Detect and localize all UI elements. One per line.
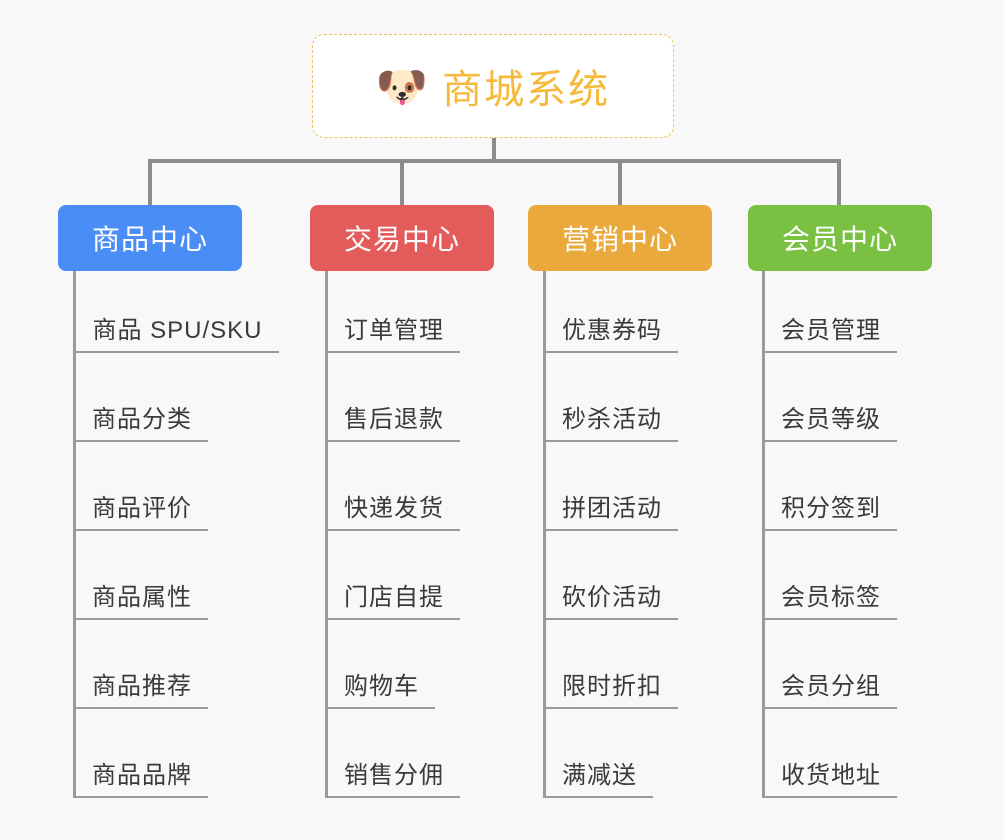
- leaf-item[interactable]: 砍价活动: [546, 550, 678, 620]
- leaf-item-label: 商品推荐: [92, 673, 192, 700]
- leaf-item[interactable]: 限时折扣: [546, 639, 678, 709]
- category-label-trade-center: 交易中心: [343, 224, 460, 255]
- leaf-spine-product-center: [73, 271, 76, 798]
- leaf-item-label: 会员分组: [781, 673, 881, 700]
- leaf-item[interactable]: 商品属性: [76, 550, 208, 620]
- leaf-item-label: 拼团活动: [562, 495, 662, 522]
- leaf-item-label: 商品评价: [92, 495, 192, 522]
- leaf-item[interactable]: 商品品牌: [76, 728, 208, 798]
- leaf-item-label: 销售分佣: [344, 762, 444, 789]
- leaf-item-label: 砍价活动: [562, 584, 662, 611]
- category-label-member-center: 会员中心: [781, 224, 898, 255]
- leaf-item[interactable]: 商品推荐: [76, 639, 208, 709]
- leaf-item-label: 秒杀活动: [562, 406, 662, 433]
- leaf-item[interactable]: 购物车: [328, 639, 435, 709]
- leaf-item-label: 会员标签: [781, 584, 881, 611]
- leaf-item[interactable]: 商品评价: [76, 461, 208, 531]
- leaf-item-label: 购物车: [344, 673, 419, 700]
- category-label-marketing-center: 营销中心: [561, 224, 678, 255]
- leaf-item[interactable]: 门店自提: [328, 550, 460, 620]
- connector-drop-trade-center: [400, 159, 404, 205]
- leaf-item-label: 商品 SPU/SKU: [92, 317, 263, 344]
- leaf-item[interactable]: 拼团活动: [546, 461, 678, 531]
- category-box-member-center[interactable]: 会员中心: [748, 205, 932, 271]
- leaf-item-label: 收货地址: [781, 762, 881, 789]
- connector-drop-member-center: [837, 159, 841, 205]
- leaf-item[interactable]: 会员分组: [765, 639, 897, 709]
- leaf-item[interactable]: 商品 SPU/SKU: [76, 283, 279, 353]
- leaf-item[interactable]: 售后退款: [328, 372, 460, 442]
- leaf-item-label: 满减送: [562, 762, 637, 789]
- leaf-item-label: 积分签到: [781, 495, 881, 522]
- leaf-item-label: 商品分类: [92, 406, 192, 433]
- connector-drop-product-center: [148, 159, 152, 205]
- leaf-item[interactable]: 满减送: [546, 728, 653, 798]
- leaf-item-label: 售后退款: [344, 406, 444, 433]
- leaf-item-label: 门店自提: [344, 584, 444, 611]
- leaf-spine-member-center: [762, 271, 765, 798]
- connector-drop-marketing-center: [618, 159, 622, 205]
- dog-face-icon: 🐶: [375, 63, 429, 110]
- root-node[interactable]: 🐶 商城系统: [312, 34, 674, 138]
- leaf-item[interactable]: 收货地址: [765, 728, 897, 798]
- leaf-item[interactable]: 秒杀活动: [546, 372, 678, 442]
- category-box-trade-center[interactable]: 交易中心: [310, 205, 494, 271]
- leaf-item[interactable]: 订单管理: [328, 283, 460, 353]
- leaf-item-label: 限时折扣: [562, 673, 662, 700]
- leaf-item[interactable]: 积分签到: [765, 461, 897, 531]
- leaf-item-label: 优惠券码: [562, 317, 662, 344]
- connector-root-stem: [492, 138, 496, 162]
- leaf-spine-trade-center: [325, 271, 328, 798]
- leaf-item-label: 商品属性: [92, 584, 192, 611]
- leaf-item[interactable]: 会员管理: [765, 283, 897, 353]
- leaf-item[interactable]: 会员标签: [765, 550, 897, 620]
- leaf-item[interactable]: 优惠券码: [546, 283, 678, 353]
- connector-horizontal-bus: [148, 159, 838, 163]
- leaf-item[interactable]: 快递发货: [328, 461, 460, 531]
- leaf-item-label: 快递发货: [344, 495, 444, 522]
- leaf-item-label: 商品品牌: [92, 762, 192, 789]
- leaf-item-label: 会员等级: [781, 406, 881, 433]
- leaf-spine-marketing-center: [543, 271, 546, 798]
- leaf-item-label: 会员管理: [781, 317, 881, 344]
- leaf-item[interactable]: 商品分类: [76, 372, 208, 442]
- leaf-item[interactable]: 会员等级: [765, 372, 897, 442]
- leaf-item-label: 订单管理: [344, 317, 444, 344]
- root-title: 商城系统: [442, 68, 611, 112]
- leaf-item[interactable]: 销售分佣: [328, 728, 460, 798]
- category-box-product-center[interactable]: 商品中心: [58, 205, 242, 271]
- category-label-product-center: 商品中心: [91, 224, 208, 255]
- category-box-marketing-center[interactable]: 营销中心: [528, 205, 712, 271]
